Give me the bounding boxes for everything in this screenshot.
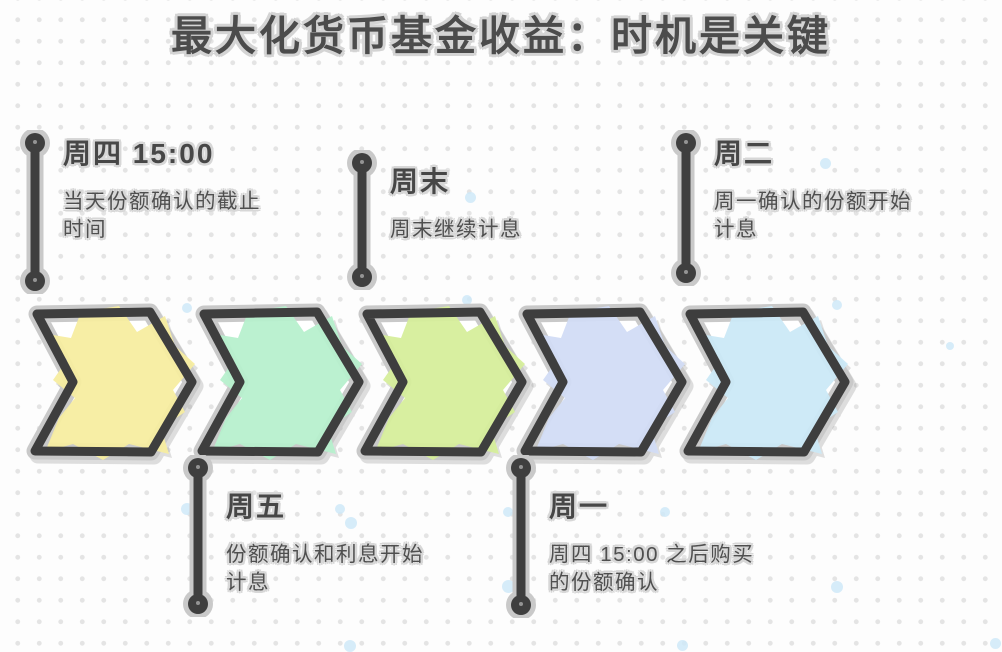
marker-heading: 周四 15:00 xyxy=(63,138,215,169)
marker-body-line: 份额确认和利息开始 xyxy=(226,543,424,566)
speckle-dot xyxy=(831,581,843,593)
step-chevron-monday xyxy=(513,302,693,462)
step-chevron-thursday xyxy=(23,302,203,462)
speckle-dot xyxy=(345,517,357,529)
timeline-marker-weekend: 周末 周末继续计息 xyxy=(346,150,522,290)
speckle-dot xyxy=(335,504,345,514)
marker-body-line: 时间 xyxy=(63,218,107,241)
marker-body-line: 计息 xyxy=(714,218,758,241)
timeline-marker-tuesday: 周二 周一确认的份额开始 计息 xyxy=(670,130,912,286)
marker-body-line: 周末继续计息 xyxy=(390,218,522,241)
marker-body-line: 计息 xyxy=(226,571,270,594)
speckle-dot xyxy=(182,303,192,313)
marker-body-line: 周一确认的份额开始 xyxy=(714,190,912,213)
marker-heading: 周五 xyxy=(226,491,287,522)
timeline-marker-monday: 周一 周四 15:00 之后购买 的份额确认 xyxy=(505,455,754,618)
speckle-dot xyxy=(820,158,831,169)
timeline-pin-icon xyxy=(347,150,377,290)
marker-body-line: 周四 15:00 之后购买 xyxy=(549,543,755,566)
marker-heading: 周一 xyxy=(549,491,610,522)
timeline-marker-friday: 周五 份额确认和利息开始 计息 xyxy=(182,455,424,617)
step-chevron-friday xyxy=(190,302,370,462)
speckle-dot xyxy=(832,300,842,310)
timeline-pin-icon xyxy=(183,455,213,617)
speckle-dot xyxy=(465,192,476,203)
speckle-dot xyxy=(462,295,472,305)
marker-heading: 周末 xyxy=(390,166,451,197)
speckle-dot xyxy=(660,507,670,517)
marker-body-line: 当天份额确认的截止 xyxy=(63,190,261,213)
speckle-dot xyxy=(503,507,513,517)
speckle-dot xyxy=(946,342,954,350)
timeline-marker-thursday: 周四 15:00 当天份额确认的截止 时间 xyxy=(19,130,261,294)
page-title: 最大化货币基金收益：时机是关键 xyxy=(171,13,831,59)
timeline-pin-icon xyxy=(671,130,701,286)
speckle-dot xyxy=(502,580,515,593)
timeline-pin-icon xyxy=(20,130,50,294)
timeline-pin-icon xyxy=(506,455,536,618)
step-chevron-tuesday xyxy=(676,302,856,462)
speckle-dot xyxy=(344,640,356,652)
speckle-dot xyxy=(677,640,688,651)
marker-body-line: 的份额确认 xyxy=(549,571,659,594)
marker-heading: 周二 xyxy=(714,138,775,169)
speckle-dot xyxy=(990,638,1001,649)
step-chevron-weekend xyxy=(353,302,533,462)
